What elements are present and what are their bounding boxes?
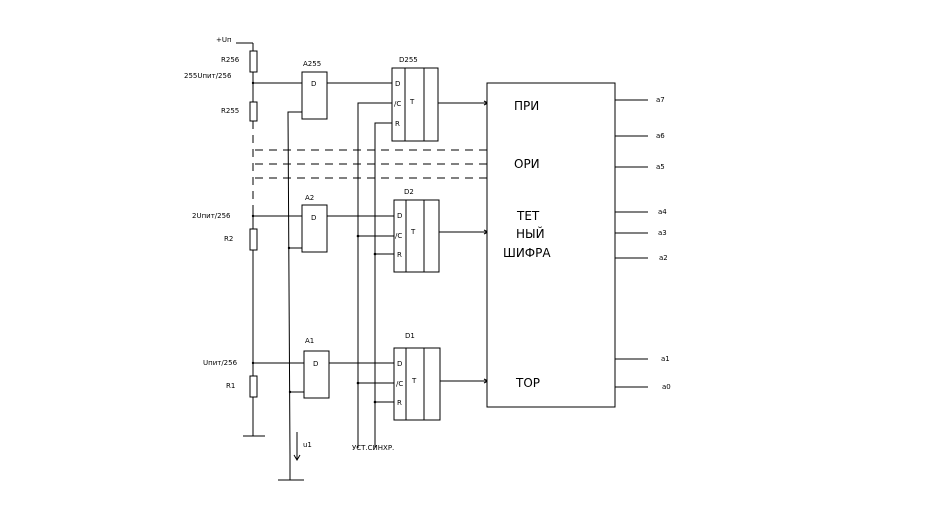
svg-text:D: D (397, 212, 402, 220)
svg-text:D1: D1 (405, 332, 415, 340)
svg-text:/C: /C (396, 380, 403, 388)
output-a3: a3 (658, 229, 667, 237)
svg-text:D255: D255 (399, 56, 418, 64)
label-r1: R1 (226, 382, 235, 390)
svg-text:ТОР: ТОР (515, 376, 540, 390)
svg-text:T: T (410, 228, 416, 236)
svg-text:НЫЙ: НЫЙ (516, 226, 545, 241)
comparator-a255: A255 D (301, 60, 328, 120)
label-r255: R255 (221, 107, 239, 115)
resistor-r2 (249, 228, 258, 251)
label-u1: Uпит/256 (203, 359, 238, 367)
output-a4: a4 (658, 208, 667, 216)
output-a5: a5 (656, 163, 665, 171)
svg-text:R: R (397, 251, 402, 259)
comparator-a2: A2 D (301, 194, 328, 253)
svg-text:T: T (411, 377, 417, 385)
svg-text:D: D (313, 360, 318, 368)
svg-text:D: D (311, 80, 316, 88)
svg-text:A2: A2 (305, 194, 314, 202)
output-a0: a0 (662, 383, 671, 391)
svg-text:R: R (397, 399, 402, 407)
output-a1: a1 (661, 355, 670, 363)
svg-text:ТЕТ: ТЕТ (516, 209, 540, 223)
svg-text:/C: /C (394, 100, 401, 108)
resistor-r1 (249, 375, 258, 398)
svg-text:A1: A1 (305, 337, 314, 345)
resistor-r256 (249, 50, 258, 73)
label-r256: R256 (221, 56, 240, 64)
resistor-r255 (249, 101, 258, 122)
comparator-a1: A1 D (303, 337, 330, 399)
svg-text:D: D (395, 80, 400, 88)
priority-encoder: ПРИ ОРИ ТЕТ НЫЙ ШИФРА ТОР (486, 82, 616, 408)
svg-text:D: D (311, 214, 316, 222)
label-u2: 2Uпит/256 (192, 212, 231, 220)
flipflop-d255: D255 D /C R T (391, 56, 439, 142)
flipflop-d1: D1 D /C R T (393, 332, 441, 421)
svg-text:D2: D2 (404, 188, 414, 196)
svg-text:A255: A255 (303, 60, 321, 68)
label-vplus: +Uп (216, 36, 232, 44)
label-sync: УСТ.СИНХР. (352, 444, 394, 452)
svg-text:T: T (409, 98, 415, 106)
input-signal-line: u1 (278, 111, 312, 481)
sync-buses: УСТ.СИНХР. (352, 102, 394, 452)
svg-text:R: R (395, 120, 400, 128)
resistor-ladder (236, 42, 265, 437)
omitted-channels (255, 149, 487, 179)
svg-text:/C: /C (395, 232, 402, 240)
label-r2: R2 (224, 235, 233, 243)
output-a2: a2 (659, 254, 668, 262)
output-a7: a7 (656, 96, 665, 104)
flipflop-d2: D2 D /C R T (393, 188, 440, 273)
label-vin: u1 (303, 441, 312, 449)
svg-text:D: D (397, 360, 402, 368)
svg-text:ШИФРА: ШИФРА (503, 246, 551, 260)
output-a6: a6 (656, 132, 665, 140)
svg-text:ПРИ: ПРИ (514, 99, 539, 113)
encoder-outputs: a7 a6 a5 a4 a3 a2 a1 a0 (615, 96, 671, 391)
label-u255: 255Uпит/256 (184, 72, 232, 80)
svg-text:ОРИ: ОРИ (514, 157, 540, 171)
